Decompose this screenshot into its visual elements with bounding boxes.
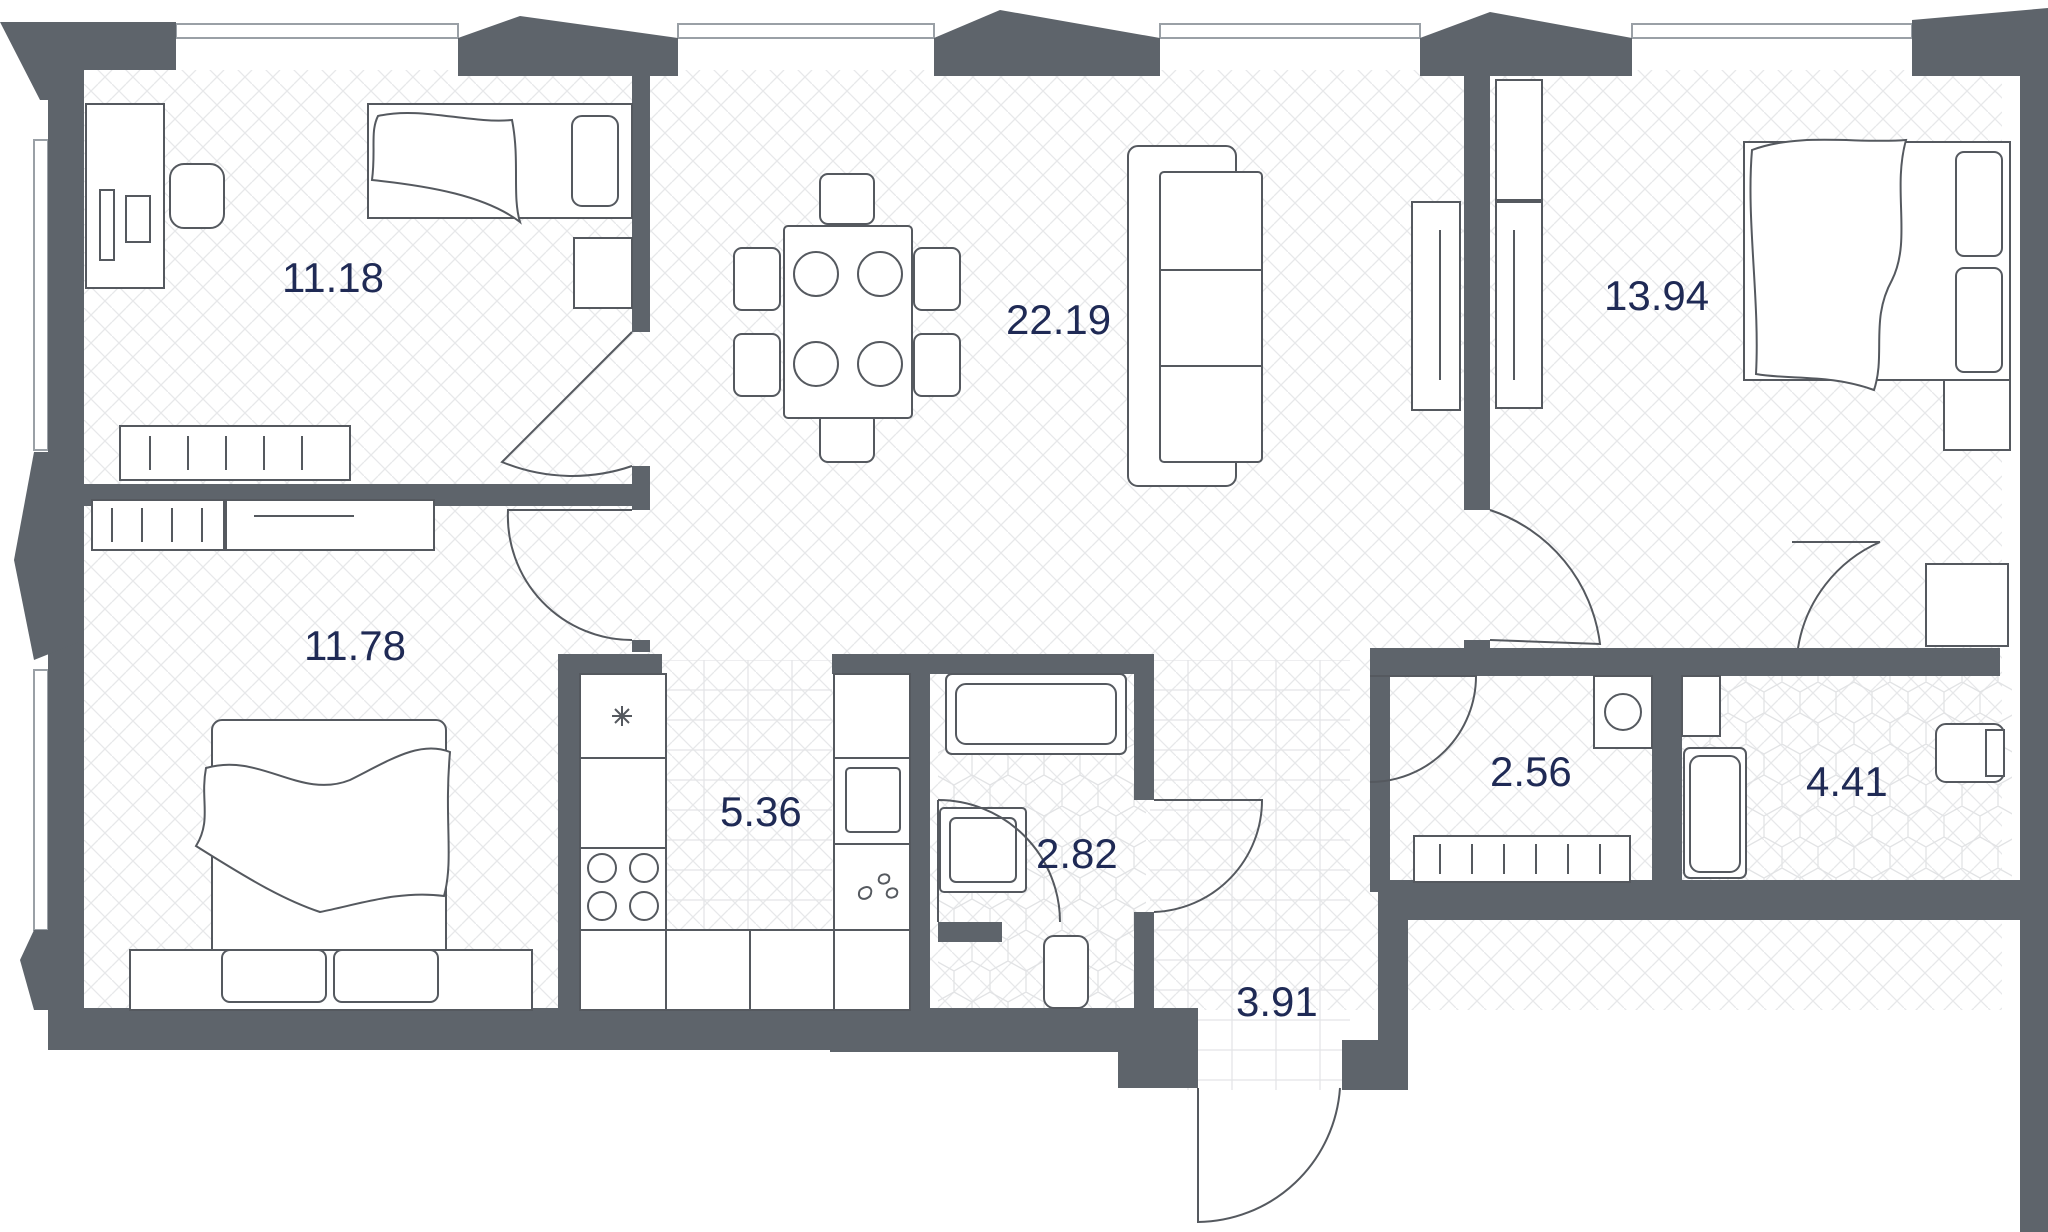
doors	[500, 331, 1881, 1224]
room-area-label: 3.91	[1236, 978, 1318, 1025]
bedroom-2-furniture	[1495, 79, 2011, 647]
walls	[0, 8, 2048, 1232]
living-room-furniture	[733, 145, 1461, 487]
room-area-label: 2.82	[1036, 830, 1118, 877]
room-area-label: 13.94	[1604, 272, 1709, 319]
bathroom-1-furniture	[939, 673, 1127, 1009]
room-area-label: 5.36	[720, 788, 802, 835]
closet-furniture	[1413, 675, 1653, 883]
bedroom-3-furniture	[91, 499, 533, 1011]
kitchen-furniture	[579, 673, 911, 1011]
bedroom-1-furniture	[85, 103, 633, 481]
room-labels: 11.18 22.19 13.94 11.78 5.36 2.82 3.91 2…	[282, 254, 1888, 1025]
room-area-label: 22.19	[1006, 296, 1111, 343]
windows	[33, 23, 1913, 931]
room-area-label: 11.18	[282, 254, 384, 301]
bathroom-2-furniture	[1681, 675, 2005, 879]
room-area-label: 2.56	[1490, 748, 1572, 795]
room-area-label: 11.78	[304, 622, 406, 669]
room-area-label: 4.41	[1806, 758, 1888, 805]
